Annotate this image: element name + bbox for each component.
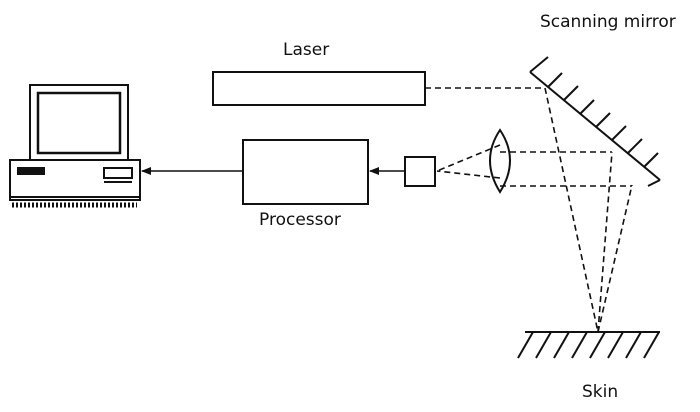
computer-icon (9, 84, 141, 208)
skin-label: Skin (582, 382, 619, 402)
laser-box (212, 71, 426, 106)
beam-paths (425, 87, 633, 333)
processor-label: Processor (259, 210, 341, 230)
scanning-mirror (529, 56, 661, 187)
laser-label: Laser (283, 40, 330, 60)
lens (489, 128, 511, 194)
scanning-mirror-label: Scanning mirror (540, 12, 676, 32)
detector-box (404, 156, 436, 187)
processor-box (242, 139, 369, 205)
skin-surface (517, 331, 660, 359)
